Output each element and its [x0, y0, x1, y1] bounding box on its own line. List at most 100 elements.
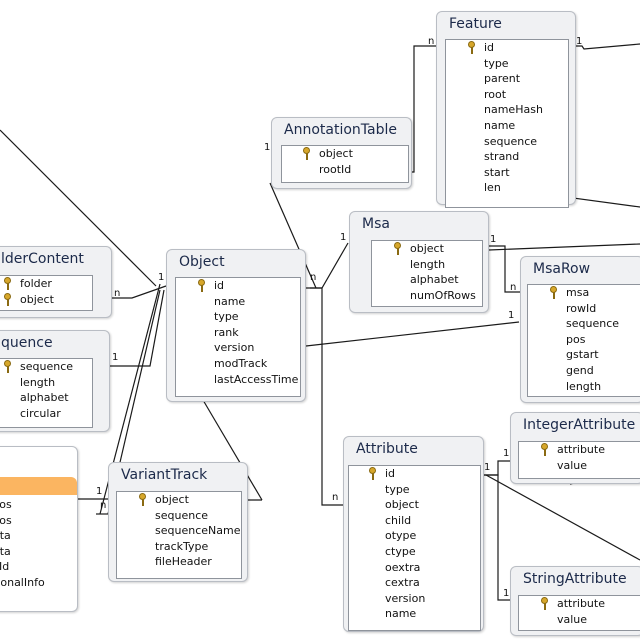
field-row[interactable]: object — [372, 241, 482, 257]
field-name: alphabet — [20, 391, 69, 405]
field-row[interactable]: name — [176, 294, 300, 310]
field-row[interactable]: cextra — [349, 575, 480, 591]
field-row[interactable]: folder — [0, 276, 92, 292]
field-row[interactable]: strand — [446, 149, 568, 165]
field-name: length — [410, 257, 446, 271]
field-name: root — [484, 87, 507, 101]
field-row[interactable]: sequence — [117, 508, 241, 524]
field-row[interactable]: ata — [0, 528, 51, 544]
primary-key-icon — [3, 292, 12, 306]
field-row[interactable]: length — [0, 375, 92, 391]
field-name: gstart — [566, 348, 599, 362]
field-row[interactable]: modTrack — [176, 356, 300, 372]
field-row[interactable]: sequence — [528, 316, 640, 332]
field-name: type — [214, 310, 239, 324]
field-row[interactable]: parent — [446, 71, 568, 87]
field-name: trackType — [155, 539, 209, 553]
field-row[interactable]: value — [519, 612, 640, 628]
field-row[interactable]: ata — [0, 544, 51, 560]
field-row[interactable]: object — [0, 292, 92, 308]
field-row[interactable]: version — [176, 340, 300, 356]
field-row[interactable]: rowId — [528, 301, 640, 317]
field-row[interactable]: object — [282, 146, 408, 162]
relationship-line — [482, 474, 510, 601]
field-row[interactable]: rank — [176, 325, 300, 341]
field-row[interactable]: id — [446, 40, 568, 56]
primary-key-icon — [302, 147, 311, 160]
field-name: id — [214, 279, 225, 292]
table-partial[interactable]: PosPosataatacIdtionalInfo — [0, 446, 78, 612]
field-name: id — [385, 467, 396, 480]
field-row[interactable]: object — [117, 492, 241, 508]
field-row[interactable]: id — [176, 278, 300, 294]
relationship-line — [574, 43, 640, 50]
field-row[interactable]: rootId — [282, 162, 408, 178]
field-row[interactable]: child — [349, 513, 480, 529]
field-row[interactable]: version — [349, 591, 480, 607]
field-row[interactable]: sequence — [446, 134, 568, 150]
field-row[interactable]: ctype — [349, 544, 480, 560]
field-row[interactable]: otype — [349, 528, 480, 544]
field-row[interactable]: attribute — [519, 442, 640, 458]
field-name: object — [155, 493, 189, 506]
field-row[interactable]: object — [349, 497, 480, 513]
field-row[interactable]: attribute — [519, 596, 640, 612]
field-row[interactable]: value — [519, 458, 640, 474]
primary-key-icon — [549, 286, 558, 299]
field-row[interactable]: alphabet — [372, 272, 482, 288]
relationship-line — [305, 321, 520, 347]
field-row[interactable]: Pos — [0, 497, 51, 513]
field-row[interactable]: name — [446, 118, 568, 134]
field-name: object — [319, 147, 353, 160]
field-row[interactable]: trackType — [117, 539, 241, 555]
field-row[interactable]: oextra — [349, 560, 480, 576]
field-name: name — [385, 607, 417, 621]
field-row[interactable]: fileHeader — [117, 554, 241, 570]
field-row[interactable]: type — [349, 482, 480, 498]
field-row[interactable]: sequence — [0, 359, 92, 375]
field-row[interactable]: pos — [528, 332, 640, 348]
field-row[interactable]: type — [446, 56, 568, 72]
primary-key-icon — [197, 279, 206, 292]
field-name: start — [484, 165, 510, 179]
relationship-line — [310, 287, 343, 506]
field-row[interactable]: numOfRows — [372, 288, 482, 304]
field-row[interactable]: len — [446, 180, 568, 196]
field-row[interactable]: type — [176, 309, 300, 325]
field-row[interactable]: tionalInfo — [0, 575, 51, 591]
field-name: pos — [566, 332, 586, 346]
field-row[interactable]: length — [528, 379, 640, 395]
cardinality-label: 1 — [264, 142, 271, 153]
field-row[interactable]: root — [446, 87, 568, 103]
field-row[interactable]: gstart — [528, 347, 640, 363]
field-row[interactable]: start — [446, 165, 568, 181]
field-row[interactable]: nameHash — [446, 102, 568, 118]
field-name: sequence — [484, 134, 538, 148]
field-row[interactable]: name — [349, 606, 480, 622]
field-row[interactable]: length — [372, 257, 482, 273]
field-row[interactable]: alphabet — [0, 390, 92, 406]
field-row[interactable]: gend — [528, 363, 640, 379]
field-row[interactable]: circular — [0, 406, 92, 422]
field-name: Pos — [0, 498, 12, 511]
field-row[interactable]: sequenceName — [117, 523, 241, 539]
cardinality-label: 1 — [158, 272, 165, 283]
field-name: gend — [566, 363, 594, 377]
field-row[interactable]: msa — [528, 285, 640, 301]
field-row[interactable]: lastAccessTime — [176, 372, 300, 388]
field-row[interactable]: Pos — [0, 513, 51, 529]
field-row[interactable]: cId — [0, 559, 51, 575]
field-row[interactable]: id — [349, 466, 480, 482]
